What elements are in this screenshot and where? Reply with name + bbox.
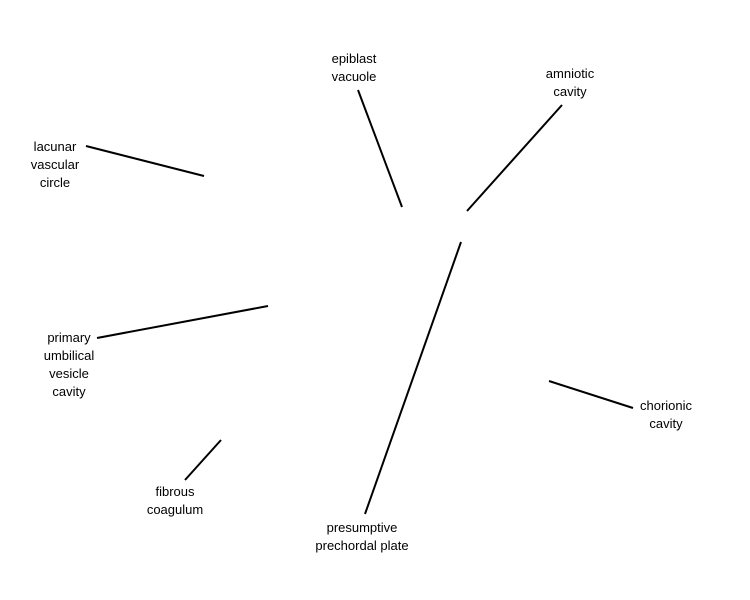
leader-line-primary-umbilical-vesicle-cavity bbox=[96, 305, 269, 339]
leader-line-epiblast-vacuole bbox=[357, 89, 403, 208]
label-primary-umbilical-vesicle-cavity: primary umbilical vesicle cavity bbox=[43, 330, 95, 399]
label-amniotic-cavity: amniotic cavity bbox=[545, 66, 595, 99]
label-presumptive-prechordal-plate: presumptive prechordal plate bbox=[315, 520, 409, 553]
label-fibrous-coagulum: fibrous coagulum bbox=[146, 484, 204, 517]
leader-line-amniotic-cavity bbox=[466, 104, 563, 212]
label-chorionic-cavity: chorionic cavity bbox=[639, 398, 693, 431]
label-epiblast-vacuole: epiblast vacuole bbox=[331, 51, 377, 84]
leader-line-presumptive-prechordal-plate bbox=[364, 241, 462, 515]
leader-line-chorionic-cavity bbox=[548, 380, 634, 409]
leader-line-fibrous-coagulum bbox=[184, 439, 222, 481]
leader-line-lacunar-vascular-circle bbox=[85, 145, 205, 177]
label-lacunar-vascular-circle: lacunar vascular circle bbox=[30, 139, 80, 190]
